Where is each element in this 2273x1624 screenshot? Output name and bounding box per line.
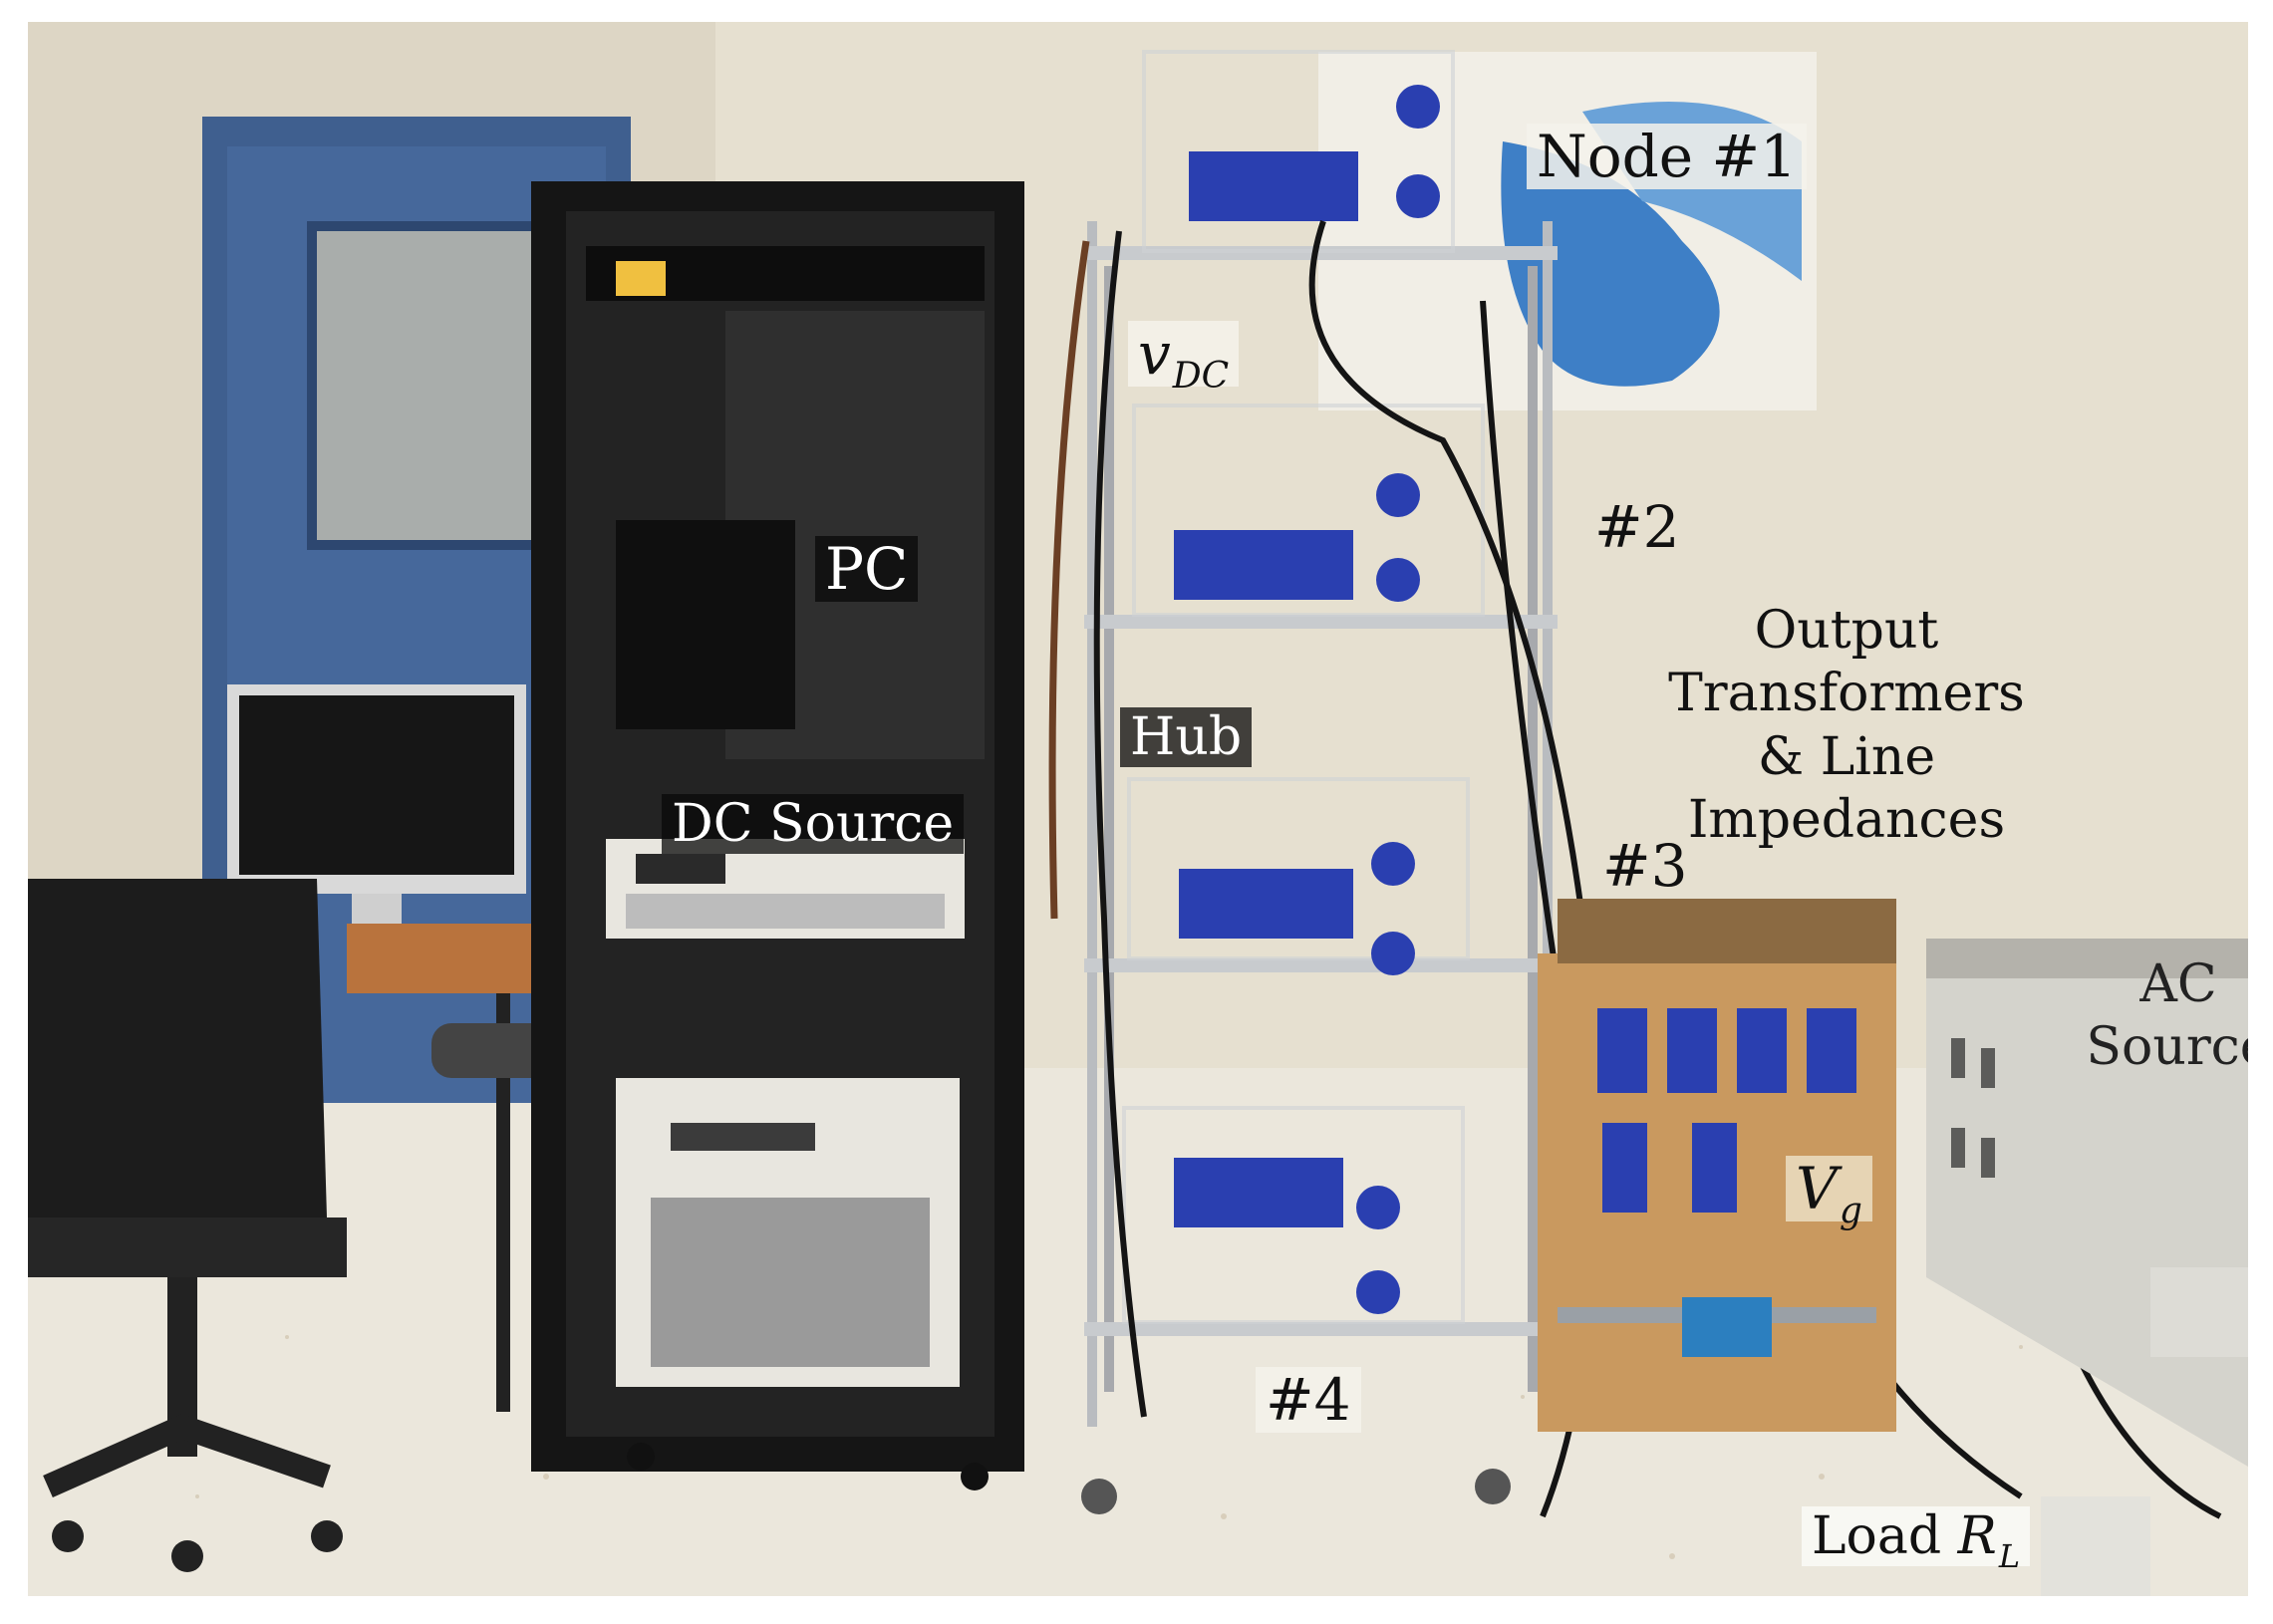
ac-line-1: AC (2139, 954, 2217, 1014)
ac-source-cabinet (1926, 939, 2248, 1596)
label-vg: Vg (1786, 1155, 1872, 1229)
server-rack (531, 181, 1024, 1490)
label-load: Load RL (1802, 1506, 2031, 1572)
label-hub: Hub (1120, 707, 1253, 767)
label-vg-main: V (1796, 1155, 1838, 1222)
output-line-3: & Line (1757, 726, 1936, 787)
label-vdc-main: v (1138, 320, 1171, 388)
desk (347, 924, 531, 993)
label-vg-sub: g (1839, 1191, 1862, 1231)
label-load-main: R (1957, 1506, 1997, 1566)
label-dc-source: DC Source (662, 794, 965, 854)
output-line-1: Output (1754, 601, 1939, 661)
label-pc: PC (815, 536, 919, 602)
label-node-3: #3 (1602, 832, 1688, 900)
office-chair (28, 879, 551, 1572)
lab-scene-illustration (28, 22, 2248, 1596)
label-node-4: #4 (1256, 1367, 1361, 1433)
label-load-sub: L (1998, 1537, 2021, 1575)
label-output-transformers: Output Transformers & Line Impedances (1647, 600, 2046, 853)
shelving-unit (1081, 50, 1558, 1514)
label-node-1: Node #1 (1527, 124, 1808, 189)
lab-photo: Node #1 vDC PC #2 Hub DC Source Output T… (28, 22, 2248, 1596)
monitor (227, 684, 526, 924)
label-vdc-sub: DC (1172, 356, 1230, 397)
label-node-2: #2 (1594, 493, 1680, 561)
ac-line-2: Source (2086, 1017, 2248, 1078)
label-ac-source: AC Source (2079, 953, 2248, 1080)
output-line-4: Impedances (1687, 790, 2006, 851)
output-line-2: Transformers (1668, 664, 2025, 724)
label-vdc: vDC (1128, 320, 1240, 395)
wall-poster (1318, 52, 1817, 410)
label-load-text: Load (1812, 1506, 1958, 1566)
